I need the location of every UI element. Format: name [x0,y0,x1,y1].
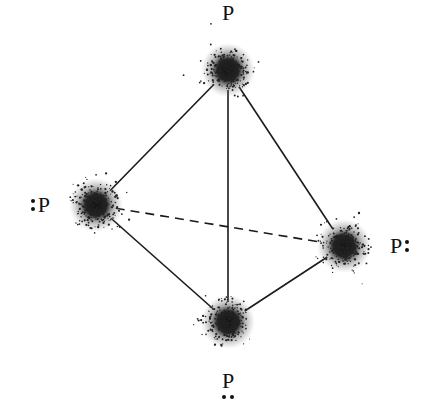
cloud-core [69,178,123,232]
cloud-stipple [193,295,250,347]
bond-line [227,90,229,302]
bond-line [111,218,213,308]
atom-cloud: P [64,173,128,237]
atom-symbol: P [222,2,234,24]
bond-line [239,87,333,230]
electron-cloud [196,290,260,354]
atom-symbol: P [222,370,234,392]
electron-cloud [312,214,376,278]
cloud-core [317,219,371,273]
lone-pair-dot [222,395,226,399]
electron-cloud [64,173,128,237]
lone-pair-dot [31,199,35,203]
atom-symbol: P [390,235,402,257]
cloud-core [201,43,255,97]
electron-cloud [196,38,260,102]
lone-pair-dot [31,207,35,211]
cloud-stipple [69,172,130,233]
atom-cloud: P [196,290,260,354]
atom-symbol: P [38,194,50,216]
lone-pair-dot [230,395,234,399]
lone-pair-dot [405,240,409,244]
bond-line [110,84,214,190]
bond-line [116,208,325,242]
bond-line [245,257,328,311]
cloud-stipple [183,23,260,98]
atom-cloud: P [196,38,260,102]
atom-cloud: P [312,214,376,278]
lone-pair-dot [405,248,409,252]
cloud-core [201,295,255,349]
cloud-stipple [315,212,372,284]
